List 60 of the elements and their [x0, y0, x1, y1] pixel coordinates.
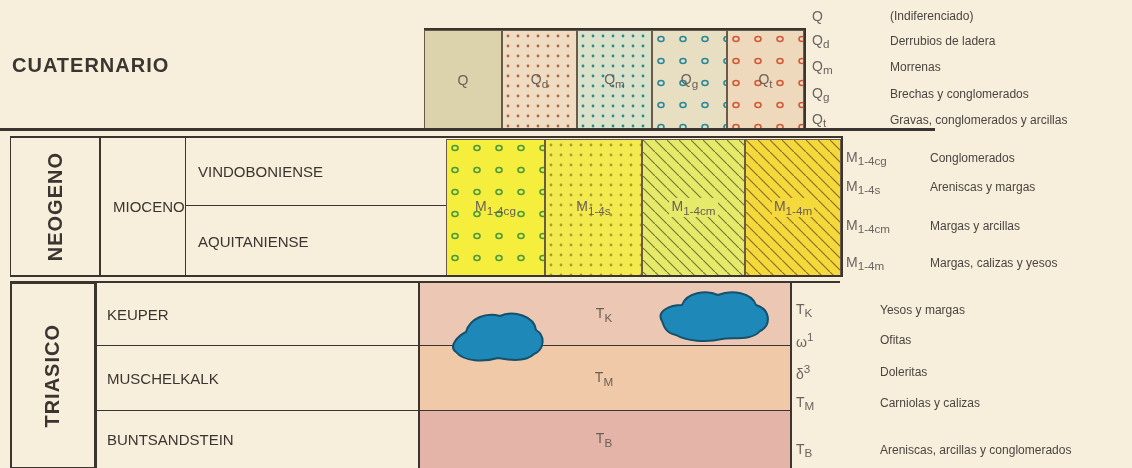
legend-symbol: ω$^{1}$: [796, 330, 814, 350]
lithology-box: [577, 30, 652, 130]
unit-name: NEOGENO: [43, 151, 67, 262]
legend-symbol: M$_{1-4m}$: [846, 253, 885, 273]
legend-description: Margas y arcillas: [930, 219, 1021, 233]
unit-symbol: T$_{K}$: [595, 305, 613, 324]
legend-symbol: M$_{1-4cg}$: [846, 148, 887, 168]
unit-name: AQUITANIENSE: [198, 232, 309, 250]
legend-symbol: δ$^{3}$: [796, 362, 811, 382]
unit-symbol: T$_{M}$: [594, 369, 614, 388]
lithology-band: [418, 411, 790, 468]
legend-symbol: T$_{K}$: [796, 300, 813, 320]
unit-symbol: Q: [457, 72, 469, 88]
unit-symbol: M$_{1-4s}$: [576, 198, 611, 217]
legend-description: Brechas y conglomerados: [890, 87, 1029, 101]
unit-symbol: Q$_{t}$: [758, 70, 773, 90]
lithology-box: [745, 139, 841, 276]
legend-description: Gravas, conglomerados y arcillas: [890, 113, 1068, 127]
unit-name: VINDOBONIENSE: [198, 163, 324, 180]
lithology-box: [642, 139, 745, 276]
lithology-band: [418, 346, 790, 411]
unit-symbol: M$_{1-4m}$: [771, 198, 815, 217]
legend-description: Areniscas, arcillas y conglomerados: [880, 443, 1072, 457]
legend-symbol: Q$_{d}$: [812, 31, 830, 51]
legend-symbol: T$_{M}$: [796, 393, 815, 413]
legend-description: Morrenas: [890, 60, 941, 74]
unit-name: MIOCENO: [113, 198, 185, 215]
lithology-box: [446, 139, 545, 276]
lithology-box: [545, 139, 642, 276]
legend-symbol: M$_{1-4s}$: [846, 177, 881, 197]
legend-description: Conglomerados: [930, 151, 1015, 165]
legend-description: Doleritas: [880, 365, 928, 379]
legend-description: Ofitas: [880, 333, 912, 347]
unit-name: MUSCHELKALK: [107, 370, 219, 387]
lithology-box: [424, 30, 502, 130]
unit-symbol: Q$_{g}$: [680, 70, 699, 90]
lithology-box: [502, 30, 577, 130]
legend-symbol: M$_{1-4cm}$: [846, 216, 891, 236]
legend-description: Areniscas y margas: [930, 180, 1036, 194]
unit-symbol: Q$_{d}$: [530, 70, 549, 90]
legend-symbol: Q$_{g}$: [812, 84, 830, 104]
legend-symbol: Q: [812, 8, 823, 24]
unit-name: CUATERNARIO: [12, 53, 170, 77]
legend-description: Yesos y margas: [880, 303, 965, 317]
unit-name: KEUPER: [107, 306, 169, 323]
legend-description: Derrubios de ladera: [890, 34, 996, 48]
lithology-box: [652, 30, 727, 130]
legend-symbol: T$_{B}$: [796, 440, 813, 460]
legend-description: Carniolas y calizas: [880, 396, 981, 410]
unit-symbol: Q$_{m}$: [604, 70, 625, 90]
unit-symbol: M$_{1-4cm}$: [669, 198, 718, 217]
legend-symbol: Q$_{m}$: [812, 57, 833, 77]
unit-symbol: T$_{B}$: [595, 430, 613, 449]
unit-symbol: M$_{1-4cg}$: [475, 198, 516, 217]
lithology-box: [727, 30, 804, 130]
legend-description: Margas, calizas y yesos: [930, 256, 1058, 270]
legend-description: (Indiferenciado): [890, 9, 974, 23]
legend-symbol: Q$_{t}$: [812, 110, 827, 130]
unit-name: BUNTSANDSTEIN: [107, 431, 234, 448]
unit-name: TRIASICO: [41, 323, 64, 428]
